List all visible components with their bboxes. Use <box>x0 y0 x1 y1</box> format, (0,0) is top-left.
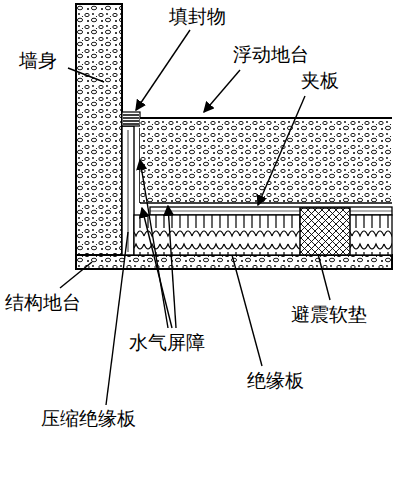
part-label: 结构地台 <box>4 292 82 314</box>
part-label: 浮动地台 <box>232 44 310 66</box>
part-label: 压缩绝缘板 <box>40 408 137 430</box>
part-label: 墙身 <box>18 50 58 72</box>
part-label: 填封物 <box>168 6 227 28</box>
part-label: 夹板 <box>300 70 340 92</box>
part-label: 绝缘板 <box>246 370 305 392</box>
part-label: 水气屏障 <box>128 332 206 354</box>
part-label: 避震软垫 <box>290 304 368 326</box>
